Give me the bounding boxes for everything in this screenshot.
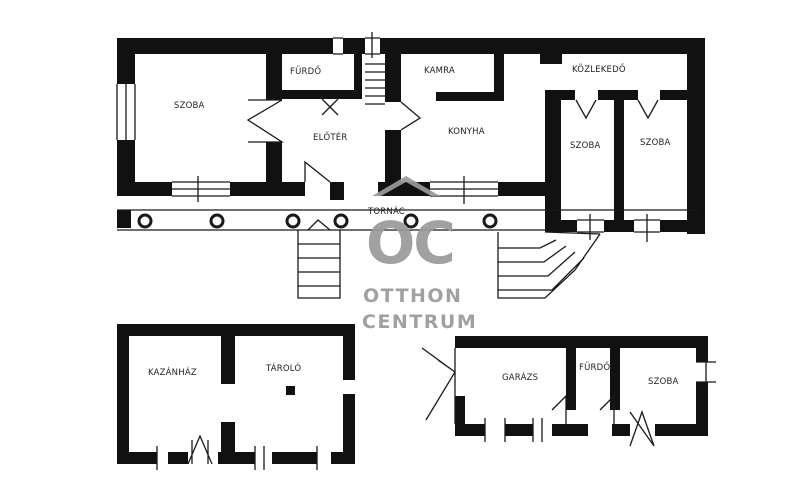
room-label-eloter: ELŐTÉR bbox=[313, 131, 347, 143]
room-label-konyha: KONYHA bbox=[448, 127, 485, 137]
room-label-furdo-out: FÜRDŐ bbox=[579, 362, 610, 373]
outbuilding-left-plan: KAZÁNHÁZ TÁROLÓ bbox=[117, 324, 355, 470]
watermark-logo-letters: OC bbox=[366, 209, 454, 277]
room-label-szoba: SZOBA bbox=[174, 101, 205, 111]
watermark-line1: OTTHON bbox=[363, 285, 462, 307]
outbuilding-right-plan: GARÁZS FÜRDŐ SZOBA bbox=[421, 336, 716, 447]
room-label-kozlekedo: KÖZLEKEDŐ bbox=[572, 64, 626, 75]
watermark-line2: CENTRUM bbox=[362, 311, 477, 333]
room-label-furdo: FÜRDŐ bbox=[290, 66, 321, 77]
room-label-szoba-2: SZOBA bbox=[570, 141, 601, 151]
room-label-tarolo: TÁROLÓ bbox=[265, 362, 301, 374]
roof-logo-icon bbox=[372, 176, 440, 196]
room-label-kamra: KAMRA bbox=[424, 66, 455, 76]
room-label-tornac: TORNÁC bbox=[367, 205, 405, 217]
room-label-szoba-out: SZOBA bbox=[648, 377, 679, 387]
room-label-szoba-3: SZOBA bbox=[640, 138, 671, 148]
room-label-kazanhaz: KAZÁNHÁZ bbox=[148, 366, 197, 378]
room-label-garazs: GARÁZS bbox=[502, 371, 538, 383]
otthon-centrum-watermark: OC OTTHON CENTRUM bbox=[362, 176, 477, 333]
